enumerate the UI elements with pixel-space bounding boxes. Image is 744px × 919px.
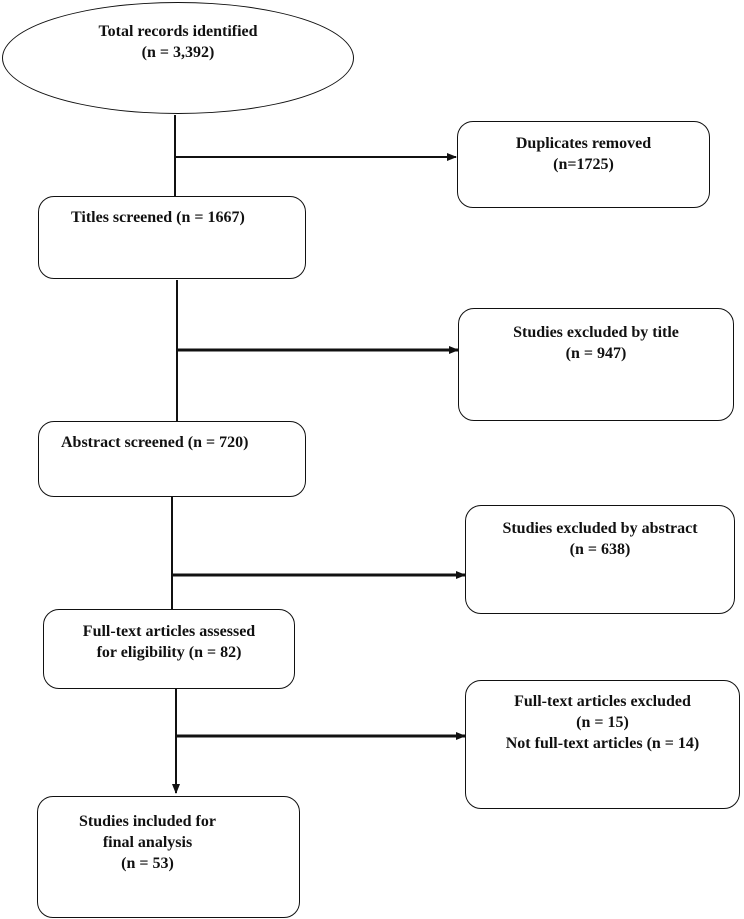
fulltext-excluded-node: Full-text articles excluded (n = 15) Not… — [465, 680, 740, 809]
excluded-by-abstract-line-2: (n = 638) — [569, 541, 631, 558]
titles-screened-line-1: Titles screened (n = 1667) — [71, 209, 245, 226]
records-identified-line-1: Total records identified — [98, 23, 258, 40]
fulltext-assessed-node: Full-text articles assessed for eligibil… — [43, 609, 295, 689]
excluded-by-abstract-line-1: Studies excluded by abstract — [502, 520, 698, 537]
excluded-by-title-line-2: (n = 947) — [565, 345, 627, 362]
abstract-screened-node: Abstract screened (n = 720) — [38, 421, 306, 497]
fulltext-assessed-line-2: for eligibility (n = 82) — [96, 644, 242, 661]
duplicates-removed-node: Duplicates removed (n=1725) — [457, 121, 710, 208]
fulltext-excluded-line-1: Full-text articles excluded — [514, 693, 691, 710]
excluded-by-title-line-1: Studies excluded by title — [513, 324, 679, 341]
titles-screened-node: Titles screened (n = 1667) — [38, 196, 306, 279]
records-identified-line-2: (n = 3,392) — [141, 44, 215, 61]
studies-included-node: Studies included for final analysis (n =… — [37, 796, 300, 918]
records-identified-node: Total records identified (n = 3,392) — [2, 2, 354, 114]
abstract-screened-line-1: Abstract screened (n = 720) — [61, 434, 249, 451]
fulltext-excluded-line-3: Not full-text articles (n = 14) — [505, 735, 700, 752]
fulltext-assessed-line-1: Full-text articles assessed — [82, 623, 256, 640]
duplicates-removed-line-1: Duplicates removed — [515, 135, 652, 152]
studies-included-line-2: final analysis — [102, 834, 193, 851]
excluded-by-title-node: Studies excluded by title (n = 947) — [458, 308, 734, 421]
excluded-by-abstract-node: Studies excluded by abstract (n = 638) — [465, 505, 735, 614]
duplicates-removed-line-2: (n=1725) — [553, 156, 614, 173]
fulltext-excluded-line-2: (n = 15) — [576, 714, 629, 731]
studies-included-line-3: (n = 53) — [121, 855, 174, 872]
studies-included-line-1: Studies included for — [79, 813, 216, 830]
